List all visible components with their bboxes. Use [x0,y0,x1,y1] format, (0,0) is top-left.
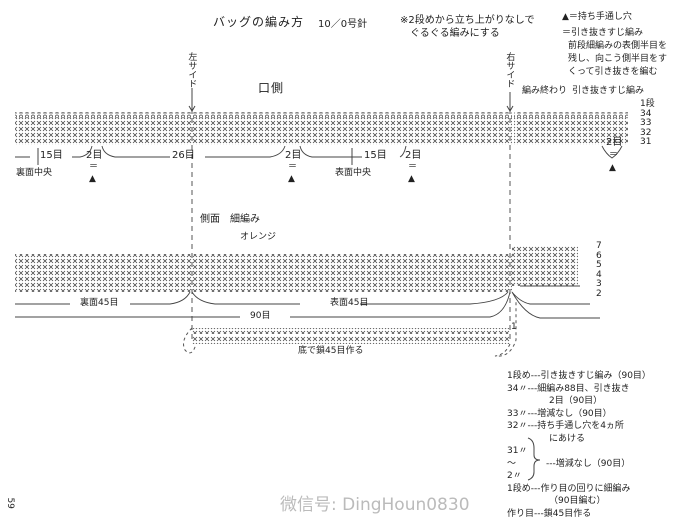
note: ※2段めから立ち上がりなしで [400,15,535,26]
stitch-grid-top [15,118,512,145]
stitch-count: 2目 [285,150,302,161]
equals: ＝ [89,162,99,172]
page-title: バッグの編み方 [213,15,305,29]
stitch-count: 2目 [86,150,103,161]
stitch-count: 15目 [364,150,387,161]
stitch-grid-top-right [514,118,628,145]
legend-triangle: ▲＝持ち手通し穴 [562,12,632,22]
needle-size: 10／0号針 [318,19,368,30]
chain-grid [192,328,510,334]
front-center-label: 表面中央 [335,168,372,178]
stitch-count: 2目 [606,137,623,148]
legend-slip: ＝引き抜きすじ編み [562,28,644,38]
stitch-count: 90目 [250,311,271,321]
stitch-count: 2目 [405,150,422,161]
stitch-count: 15目 [40,150,63,161]
equals: ＝ [408,162,418,172]
instructions: 1段め---引き抜きすじ編み（90目） 34〃---細編み88目、引き抜き 2目… [507,370,651,520]
watermark: 微信号: DingHoun0830 [280,495,470,515]
legend-slip: くって引き抜きを編む [568,67,658,77]
instruction-row: 31〃 [507,446,528,456]
page-number: 59 [4,497,15,509]
slip-label: 引き抜きすじ編み [572,86,645,96]
instruction-row: （90目編む） [549,496,606,506]
stitch-count: 表面45目 [330,298,369,308]
instruction-row: 2目（90目） [549,396,603,406]
triangle-icon: ▲ [609,163,616,173]
slip-stitch-row-right [514,112,628,118]
stitch-count: 裏面45目 [80,298,119,308]
color-label: オレンジ [240,232,277,242]
instruction-row: 1段め---作り目の回りに細編み [507,483,631,494]
equals: ＝ [288,162,298,172]
equals: ＝ [609,150,619,160]
triangle-icon: ▲ [288,174,295,184]
instruction-row: 33〃---増減なし（90目） [507,408,612,419]
stitch-grid-bottom [15,254,512,292]
row-marker: 1 [511,322,517,332]
triangle-icon: ▲ [89,174,96,184]
slip-stitch-row [15,112,512,118]
instruction-row: 2〃 [507,471,522,481]
instruction-row: 〜---増減なし（90目） [507,458,631,469]
stitch-grid-bottom-right [512,246,578,286]
chain-grid-2 [192,336,510,344]
end-label: 編み終わり [522,86,568,96]
mouth-side-label: 口側 [258,81,285,95]
instruction-row: 34〃---細編み88目、引き抜き [507,383,630,394]
triangle-icon: ▲ [408,174,415,184]
instruction-row: 作り目---鎖45目作る [507,508,592,519]
legend-slip: 前段細編みの表側半目を [568,41,668,51]
side-face-label: 側面 細編み [200,214,260,225]
back-center-label: 裏面中央 [16,168,53,178]
instruction-row: 32〃---持ち手通し穴を4ヵ所 [507,421,624,431]
right-side-label: 右サイド [504,52,515,88]
instruction-row: 1段め---引き抜きすじ編み（90目） [507,371,651,381]
chain-label: 底で鎖45目作る [298,346,364,356]
note: ぐるぐる編みにする [410,28,500,39]
left-side-label: 左サイド [186,52,197,88]
stitch-count: 26目 [172,150,195,161]
instruction-row: にあける [549,433,586,444]
legend-slip: 残し、向こう側半目をす [568,54,668,64]
